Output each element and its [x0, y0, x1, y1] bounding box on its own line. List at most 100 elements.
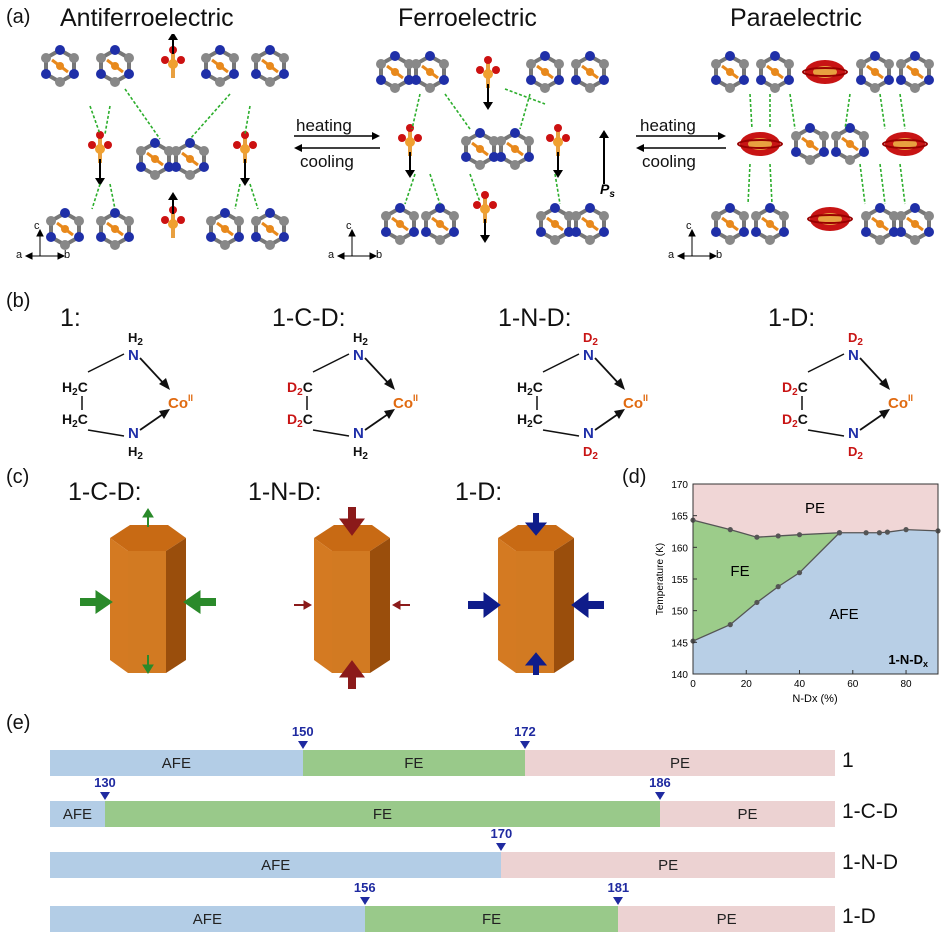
bond: [542, 429, 580, 437]
y-tick-label: 140: [671, 670, 688, 681]
c-group-top: H2C: [62, 379, 88, 398]
coordination-bond: [594, 357, 622, 387]
bond: [87, 429, 125, 437]
c-group-bottom: D2C: [782, 411, 808, 430]
bar-segment-pe: PE: [659, 801, 835, 827]
heating-label-1: heating: [296, 116, 352, 135]
prism-label-1-d: 1-D:: [455, 478, 503, 506]
transition-marker: [99, 792, 110, 800]
transition-temp-label: 172: [514, 724, 536, 739]
coordination-bond: [139, 357, 167, 387]
arrowhead: [384, 409, 395, 419]
n-top: N: [848, 347, 859, 364]
x-tick-label: 80: [900, 679, 912, 690]
n-top: N: [583, 347, 594, 364]
c-group-top: D2C: [782, 379, 808, 398]
transition-temp-label: 170: [490, 826, 513, 841]
compound-label-1-d: 1-D:: [768, 304, 816, 332]
bar-segment-fe: FE: [104, 801, 660, 827]
bar-name: 1: [842, 749, 854, 772]
afe-region: [693, 529, 938, 674]
transition-temp-label: 186: [649, 775, 671, 790]
data-point: [727, 622, 733, 628]
bond: [807, 429, 845, 437]
bond: [312, 353, 350, 373]
n-bottom-sub: H2: [128, 444, 143, 462]
cobalt-center: CoII: [888, 393, 913, 412]
axis-a-3: a: [668, 249, 675, 261]
cobalt-center: CoII: [168, 393, 193, 412]
y-tick-label: 170: [671, 480, 688, 491]
region-label-pe: PE: [805, 500, 825, 517]
lower-boundary-line: [692, 532, 840, 642]
arrowhead: [384, 378, 395, 390]
panel-label-c: (c): [6, 466, 30, 488]
pe-structure: [709, 49, 936, 247]
axis-c-1: c: [34, 220, 40, 232]
transition-temp-label: 181: [607, 880, 630, 895]
afe-structure: [39, 34, 291, 252]
compound-label-1: 1:: [60, 304, 81, 332]
n-bottom: N: [353, 425, 364, 442]
axis-c-3: c: [686, 220, 692, 232]
y-axis-label: Temperature (K): [655, 543, 666, 615]
strain-prisms: [80, 507, 604, 689]
region-label-afe: AFE: [829, 606, 858, 623]
axis-c-2: c: [346, 220, 352, 232]
heating-label-2: heating: [640, 116, 696, 135]
data-point: [796, 570, 803, 576]
axes-indicator-3: [676, 228, 718, 260]
axis-a-2: a: [328, 249, 335, 261]
y-tick-label: 165: [671, 512, 688, 523]
bar-name: 1-C-D: [842, 800, 898, 823]
cobalt-center: CoII: [623, 393, 648, 412]
bar-segment-fe: FE: [364, 906, 619, 932]
axes-indicator-2: [336, 228, 378, 260]
n-bottom: N: [128, 425, 139, 442]
title-paraelectric: Paraelectric: [730, 4, 862, 32]
bond: [807, 353, 845, 373]
c-group-top: H2C: [517, 379, 543, 398]
data-point: [836, 530, 843, 536]
bar-name: 1-N-D: [842, 851, 898, 874]
c-group-top: D2C: [287, 379, 313, 398]
arrowhead: [614, 409, 625, 419]
axis-b-1: b: [64, 249, 71, 261]
n-top: N: [353, 347, 364, 364]
data-point: [863, 530, 869, 536]
bar-segment-pe: PE: [618, 906, 835, 932]
c-group-bottom: D2C: [287, 411, 313, 430]
data-point: [775, 584, 781, 590]
n-top-sub: H2: [353, 330, 368, 348]
n-bottom-sub: D2: [848, 444, 863, 462]
sample-label: 1-N-Dx: [888, 652, 928, 669]
arrowhead: [879, 409, 890, 419]
transition-marker: [613, 897, 624, 905]
arrowhead: [159, 409, 170, 419]
bar-segment-pe: PE: [501, 852, 835, 878]
transition-arrows-1: [294, 132, 380, 152]
data-point: [884, 529, 891, 535]
n-top-sub: H2: [128, 330, 143, 348]
data-point: [903, 527, 909, 533]
n-top-sub: D2: [848, 330, 863, 348]
c-group-bottom: H2C: [62, 411, 88, 430]
bar-segment-pe: PE: [524, 750, 835, 776]
data-point: [727, 527, 733, 533]
prism-1-d: [468, 513, 604, 675]
compound-label-1-n-d: 1-N-D:: [498, 304, 572, 332]
cooling-label-1: cooling: [300, 152, 354, 171]
transition-marker: [359, 897, 370, 905]
bond: [87, 353, 125, 373]
title-ferroelectric: Ferroelectric: [398, 4, 537, 32]
chemical-structures: NH2NH2H2CH2CCoIINH2NH2D2CD2CCoIIND2ND2H2…: [62, 330, 913, 462]
arrowhead: [159, 378, 170, 390]
transition-marker: [297, 741, 308, 749]
bar-segment-afe: AFE: [50, 750, 303, 776]
